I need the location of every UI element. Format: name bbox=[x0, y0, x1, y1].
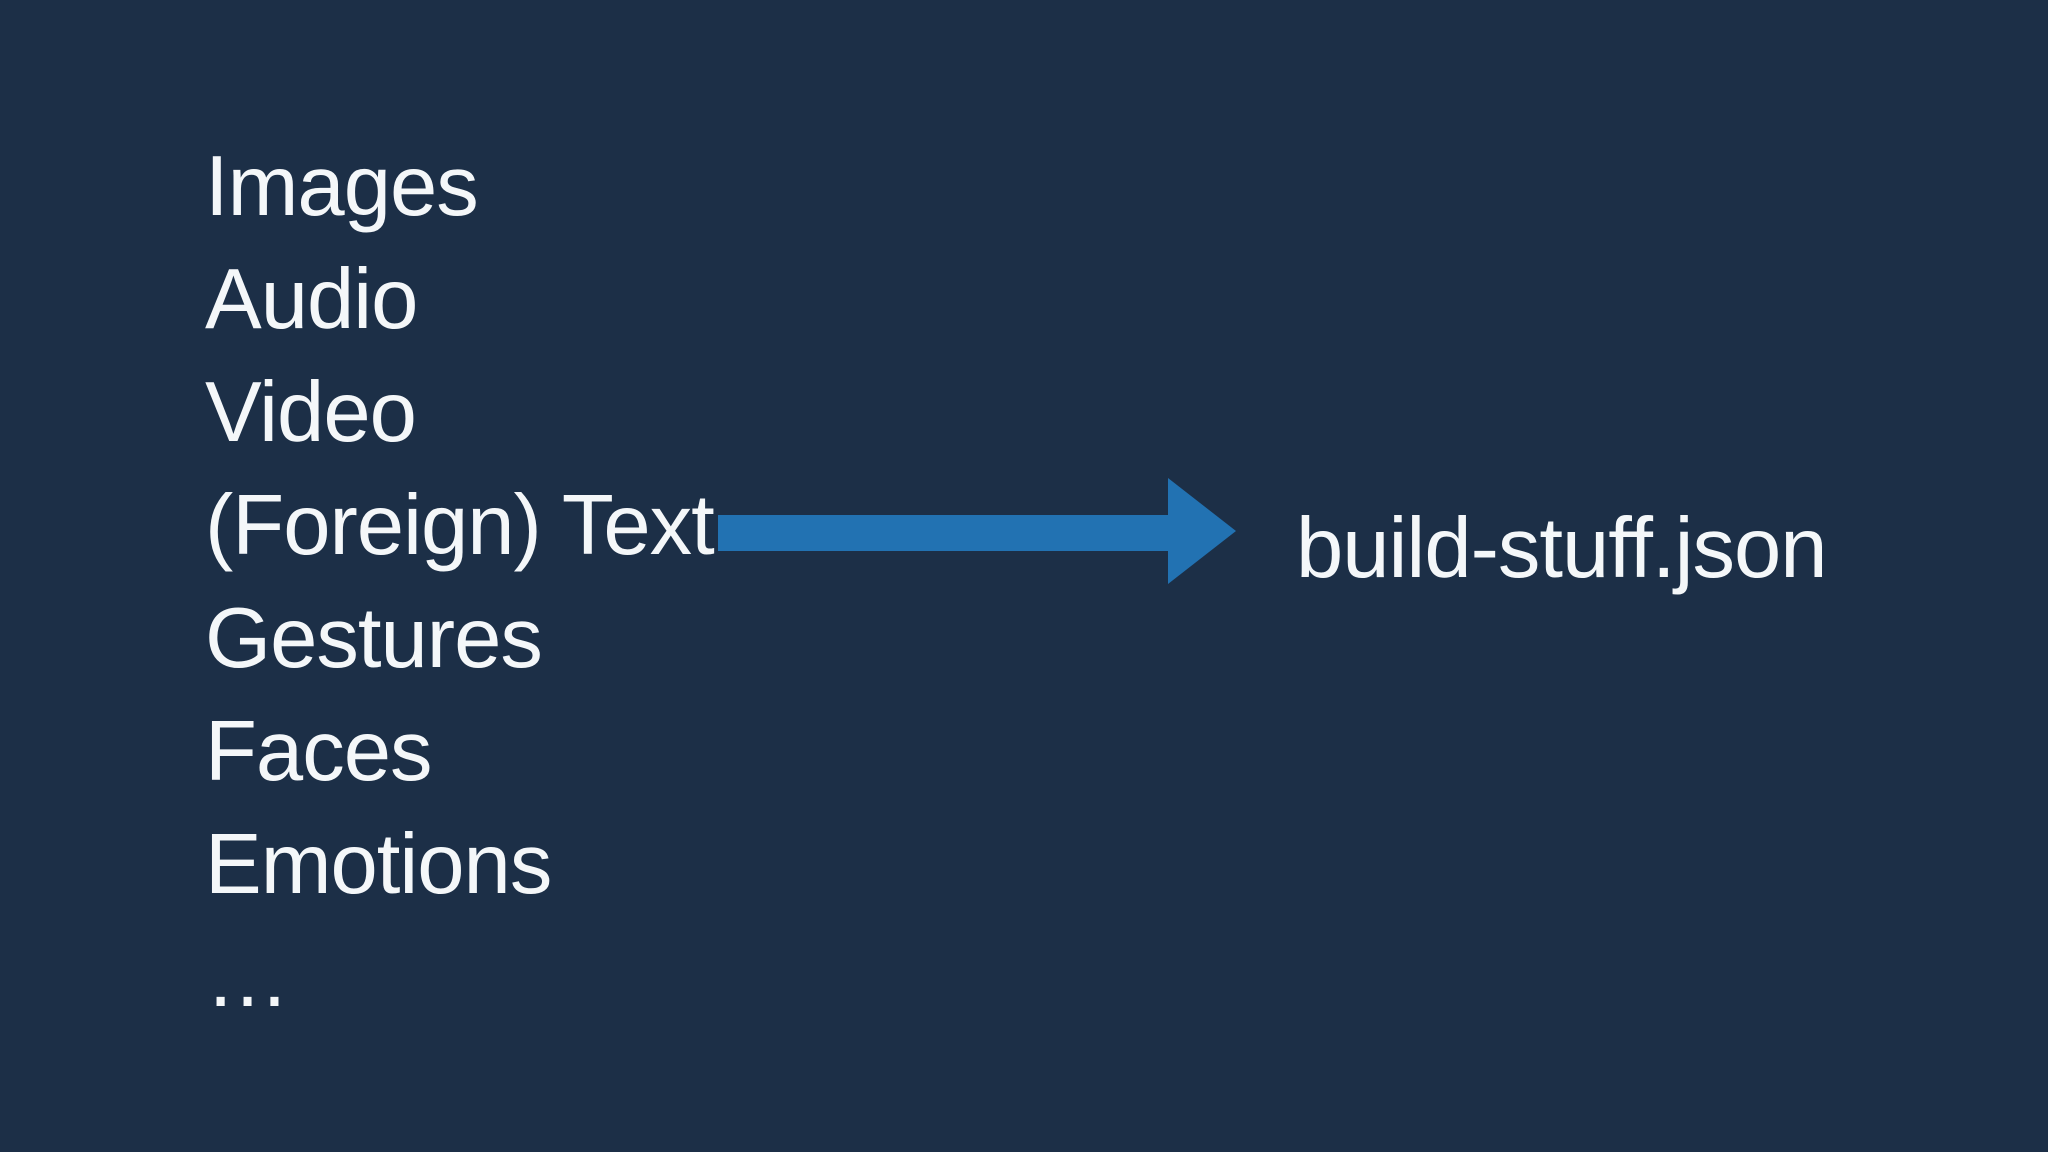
input-list-item-gestures: Gestures bbox=[205, 591, 543, 686]
input-list-item-audio: Audio bbox=[205, 252, 418, 347]
input-list-item-faces: Faces bbox=[205, 704, 432, 799]
right-arrow-icon bbox=[718, 478, 1236, 584]
input-list-item-foreign-text: (Foreign) Text bbox=[205, 478, 715, 573]
input-list-item-images: Images bbox=[205, 139, 479, 234]
input-list: Images Audio Video (Foreign) Text Gestur… bbox=[205, 130, 715, 1034]
right-arrow-shape bbox=[718, 478, 1236, 584]
output-filename: build-stuff.json bbox=[1296, 501, 1828, 596]
input-list-item-ellipsis: … bbox=[205, 930, 290, 1025]
input-list-item-emotions: Emotions bbox=[205, 817, 552, 912]
input-list-item-video: Video bbox=[205, 365, 417, 460]
